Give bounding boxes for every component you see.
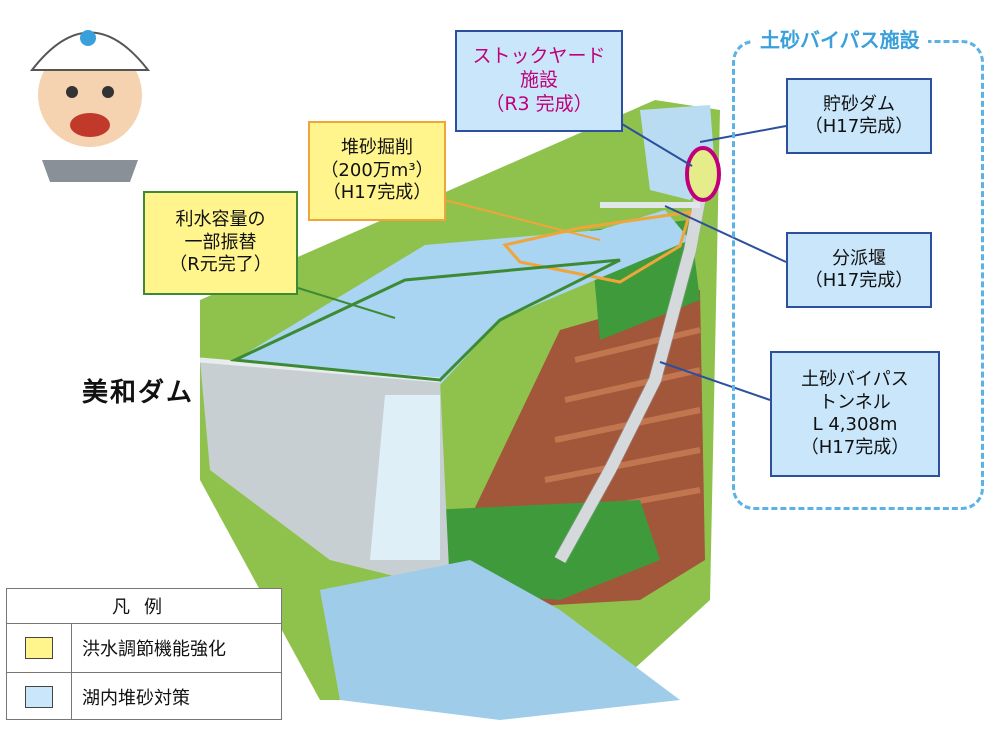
legend-title: 凡例	[112, 597, 176, 618]
legend-item-flood-control: 洪水調節機能強化	[7, 623, 281, 672]
callout-diversion-weir: 分派堰 （H17完成）	[786, 232, 932, 308]
legend: 凡例 洪水調節機能強化 湖内堆砂対策	[6, 588, 282, 720]
leader-check-dam	[699, 125, 787, 143]
bypass-tunnel	[554, 168, 711, 563]
callout-bypass-tunnel-line-3: L 4,308m	[812, 414, 898, 435]
callout-stockyard: ストックヤード 施設 （R3 完成）	[455, 30, 623, 132]
legend-swatch-yellow	[25, 637, 53, 659]
legend-label-flood-control: 洪水調節機能強化	[71, 624, 281, 672]
callout-bypass-tunnel: 土砂バイパス トンネル L 4,308m （H17完成）	[770, 351, 940, 477]
callout-excavation-line-1: 堆砂掘削	[341, 137, 413, 159]
callout-check-dam: 貯砂ダム （H17完成）	[786, 78, 932, 154]
callout-reallocation-line-2: 一部振替	[184, 231, 257, 253]
callout-bypass-tunnel-line-4: （H17完成）	[800, 436, 910, 458]
reallocation-area-outline	[229, 258, 621, 382]
callout-check-dam-line-1: 貯砂ダム	[823, 93, 895, 115]
callout-reallocation-line-1: 利水容量の	[175, 209, 266, 231]
reservoir-water	[235, 210, 690, 385]
leader-bypass-tunnel	[659, 361, 771, 401]
leader-diversion-weir	[664, 205, 787, 263]
legend-label-sediment: 湖内堆砂対策	[71, 673, 281, 720]
legend-item-sediment: 湖内堆砂対策	[7, 672, 281, 720]
leader-excavation	[444, 199, 601, 241]
spillway	[370, 395, 440, 560]
mascot-worker-helmet-icon	[29, 30, 151, 182]
legend-swatch-blue	[25, 685, 53, 708]
dam-name-label: 美和ダム	[82, 378, 195, 408]
callout-bypass-tunnel-line-1: 土砂バイパス	[801, 369, 909, 390]
stockyard-marker	[685, 146, 721, 202]
callout-stockyard-line-3: （R3 完成）	[485, 92, 593, 115]
callout-reallocation-line-3: （R元完了）	[169, 254, 272, 276]
callout-check-dam-line-2: （H17完成）	[804, 116, 914, 137]
callout-excavation-line-3: （H17完成）	[322, 182, 432, 204]
callout-bypass-tunnel-line-2: トンネル	[819, 391, 891, 413]
bypass-tunnel-outline	[553, 168, 712, 564]
callout-diversion-weir-line-1: 分派堰	[832, 247, 886, 269]
bypass-facility-title: 土砂バイパス施設	[752, 24, 928, 53]
leader-stockyard	[621, 123, 693, 167]
callout-stockyard-line-1: ストックヤード	[472, 45, 606, 68]
callout-excavation-line-2: （200万m³）	[320, 159, 434, 181]
downstream-river	[320, 560, 680, 720]
callout-excavation: 堆砂掘削 （200万m³） （H17完成）	[308, 121, 446, 221]
leader-reallocation	[297, 287, 396, 319]
excavation-area-outline	[502, 210, 693, 284]
callout-diversion-weir-line-2: （H17完成）	[804, 270, 914, 291]
callout-stockyard-line-2: 施設	[519, 69, 558, 92]
callout-reallocation: 利水容量の 一部振替 （R元完了）	[143, 191, 298, 295]
